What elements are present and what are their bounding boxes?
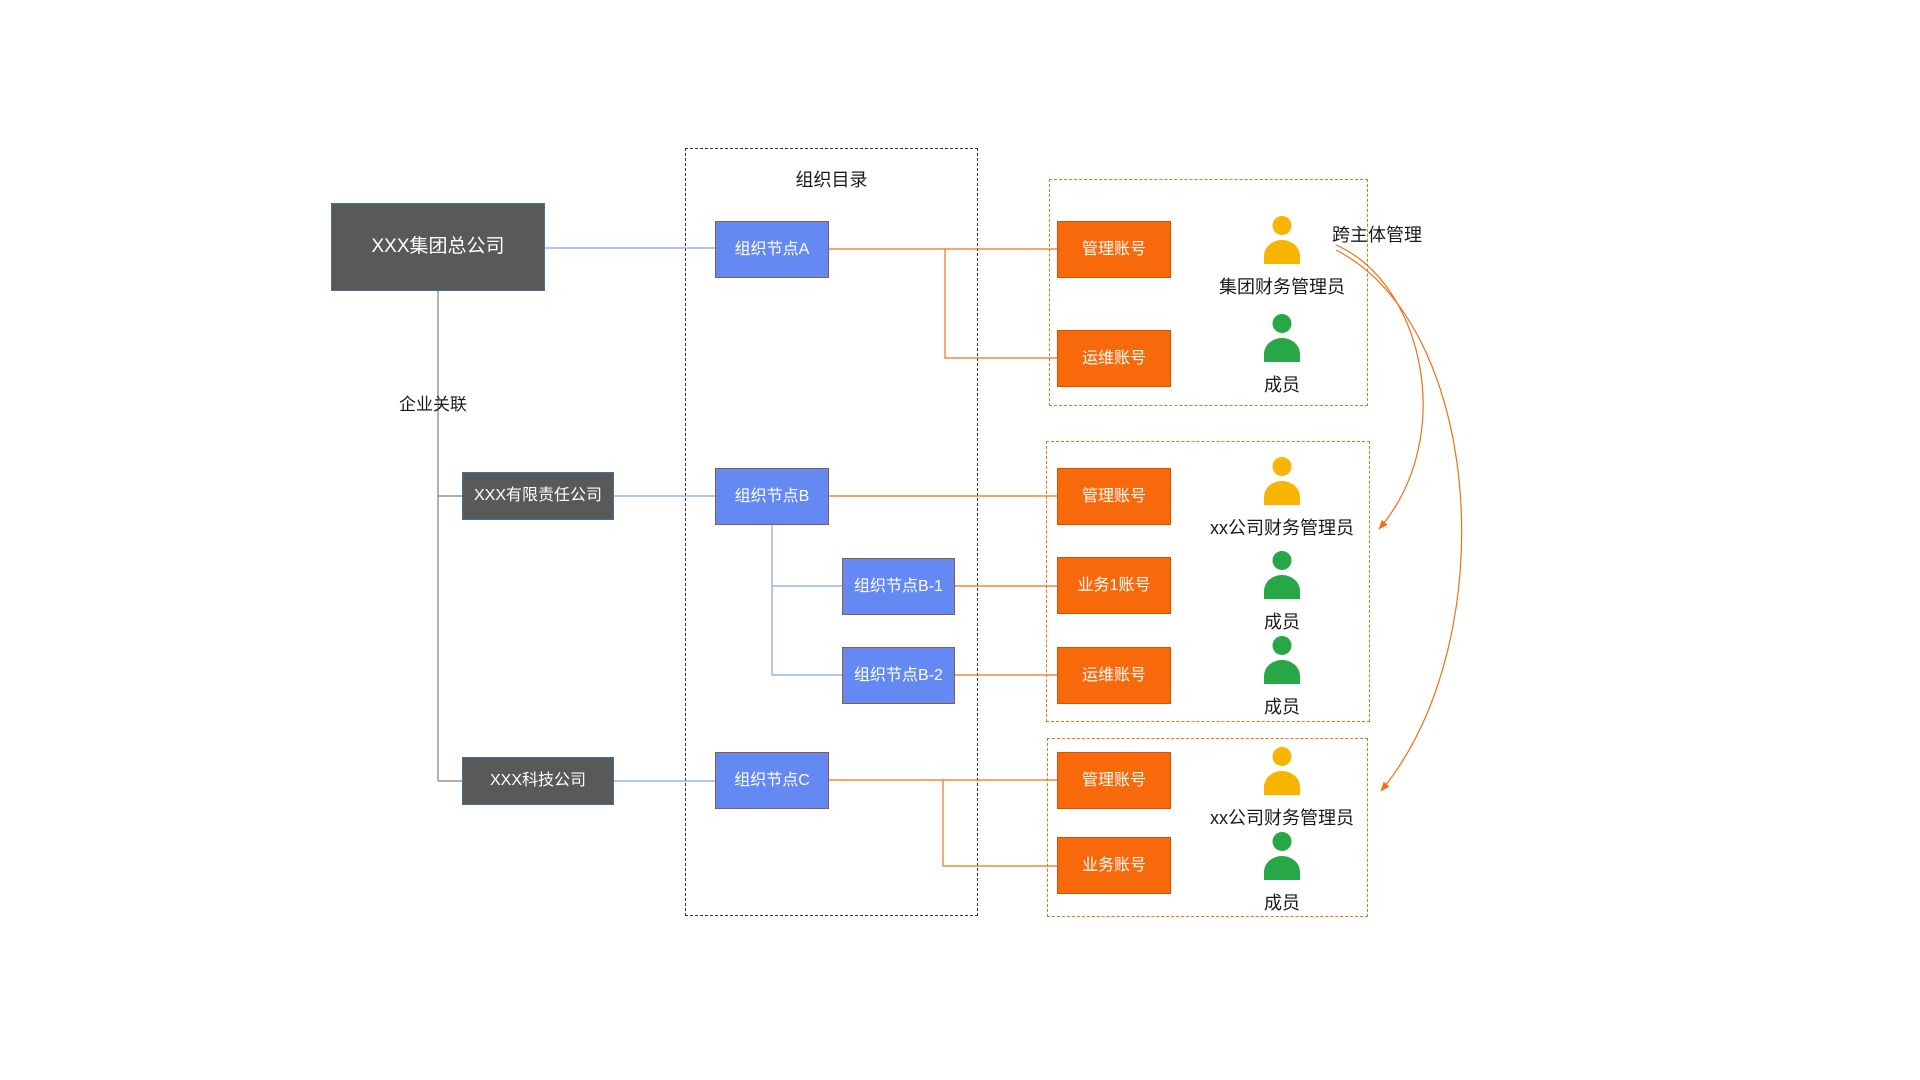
account-group-3 bbox=[1047, 738, 1368, 917]
cross-entity-arrows bbox=[1335, 244, 1463, 792]
account-box-admin-3: 管理账号 bbox=[1057, 752, 1171, 809]
person-label: 成员 bbox=[1264, 697, 1300, 717]
person-icon bbox=[1264, 747, 1300, 795]
company-tech-box: XXX科技公司 bbox=[462, 757, 614, 805]
org-node-b2-box: 组织节点B-2 bbox=[842, 647, 955, 704]
person-group1-admin: 集团财务管理员 bbox=[1219, 214, 1345, 299]
person-group2-member-2: 成员 bbox=[1220, 634, 1344, 719]
person-group1-member: 成员 bbox=[1220, 312, 1344, 397]
person-label: 成员 bbox=[1264, 612, 1300, 632]
org-node-c-box: 组织节点C bbox=[715, 752, 829, 809]
node-account-lines bbox=[829, 248, 1057, 867]
account-box-admin-2: 管理账号 bbox=[1057, 468, 1171, 525]
person-icon bbox=[1264, 457, 1300, 505]
person-icon bbox=[1264, 551, 1300, 599]
person-group3-admin: xx公司财务管理员 bbox=[1210, 745, 1354, 830]
company-hq-box: XXX集团总公司 bbox=[331, 203, 545, 291]
person-icon bbox=[1264, 832, 1300, 880]
person-label: 成员 bbox=[1264, 375, 1300, 395]
cross-entity-label: 跨主体管理 bbox=[1332, 225, 1422, 245]
enterprise-link-label: 企业关联 bbox=[399, 395, 467, 414]
org-directory-container bbox=[685, 148, 978, 916]
person-icon bbox=[1264, 314, 1300, 362]
person-label: xx公司财务管理员 bbox=[1210, 808, 1354, 828]
account-box-ops-1: 运维账号 bbox=[1057, 330, 1171, 387]
account-box-biz-3: 业务账号 bbox=[1057, 837, 1171, 894]
enterprise-link-lines bbox=[437, 291, 462, 782]
person-label: xx公司财务管理员 bbox=[1210, 518, 1354, 538]
account-box-ops-2: 运维账号 bbox=[1057, 647, 1171, 704]
org-directory-title: 组织目录 bbox=[795, 170, 868, 190]
person-group2-member-1: 成员 bbox=[1220, 549, 1344, 634]
org-node-a-box: 组织节点A bbox=[715, 221, 829, 278]
person-label: 集团财务管理员 bbox=[1219, 277, 1345, 297]
org-node-b1-box: 组织节点B-1 bbox=[842, 558, 955, 615]
account-group-1 bbox=[1049, 179, 1368, 406]
person-group2-admin: xx公司财务管理员 bbox=[1210, 455, 1354, 540]
company-node-lines bbox=[545, 247, 842, 782]
person-group3-member: 成员 bbox=[1220, 830, 1344, 915]
account-box-biz1-2: 业务1账号 bbox=[1057, 557, 1171, 614]
account-group-2 bbox=[1046, 441, 1370, 722]
person-label: 成员 bbox=[1264, 893, 1300, 913]
person-icon bbox=[1264, 636, 1300, 684]
person-icon bbox=[1264, 216, 1300, 264]
account-box-admin-1: 管理账号 bbox=[1057, 221, 1171, 278]
company-llc-box: XXX有限责任公司 bbox=[462, 472, 614, 520]
org-node-b-box: 组织节点B bbox=[715, 468, 829, 525]
